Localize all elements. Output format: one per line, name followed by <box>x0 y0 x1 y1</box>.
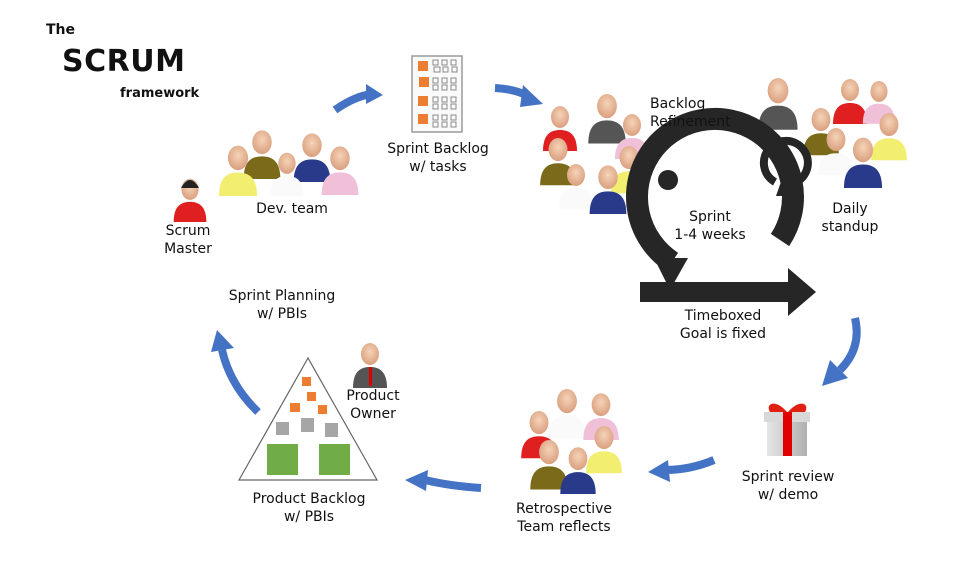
sprint-duration-label: Sprint 1-4 weeks <box>670 208 750 244</box>
daily-standup-line2: standup <box>821 219 879 235</box>
timeboxed-line1: Timeboxed <box>684 308 762 324</box>
retrospective-line1: Retrospective <box>516 501 612 517</box>
backlog-refinement-line1: Backlog <box>650 96 706 112</box>
flow-arrow-to-retrospective <box>648 456 716 482</box>
sprint-backlog-icon <box>411 55 463 133</box>
product-owner-line2: Owner <box>350 406 396 422</box>
timeboxed-line2: Goal is fixed <box>679 326 767 342</box>
sprint-backlog-label: Sprint Backlog w/ tasks <box>386 140 490 176</box>
sprint-cycle-icon <box>626 107 816 316</box>
sprint-title: Sprint <box>689 209 731 225</box>
product-owner-avatar <box>353 343 387 388</box>
flow-arrow-to-sprint-backlog <box>332 84 383 114</box>
sprint-planning-label: Sprint Planning w/ PBIs <box>222 287 342 323</box>
scrum-master-avatar <box>173 178 207 222</box>
title-suffix: framework <box>120 86 200 101</box>
backlog-refinement-line2: Refinement <box>650 114 731 130</box>
backlog-refinement-label: Backlog Refinement <box>650 95 731 131</box>
product-owner-label: Product Owner <box>343 387 403 423</box>
retrospective-label: Retrospective Team reflects <box>510 500 618 536</box>
sprint-review-line2: w/ demo <box>757 487 819 503</box>
dev-team-avatars <box>218 130 359 196</box>
retrospective-team-avatars <box>521 389 622 494</box>
flow-arrow-to-refinement <box>494 84 543 107</box>
product-backlog-line1: Product Backlog <box>252 491 366 507</box>
timeboxed-label: Timeboxed Goal is fixed <box>668 307 778 343</box>
flow-arrow-to-sprint-planning <box>211 330 261 415</box>
title-prefix: The <box>46 22 76 38</box>
sprint-backlog-title: Sprint Backlog <box>387 141 489 157</box>
product-backlog-line2: w/ PBIs <box>283 509 335 525</box>
sprint-review-gift-icon <box>764 403 810 456</box>
scrum-master-line2: Master <box>164 241 212 257</box>
sprint-review-line1: Sprint review <box>741 469 835 485</box>
product-backlog-label: Product Backlog w/ PBIs <box>246 490 372 526</box>
product-owner-line1: Product <box>346 388 400 404</box>
scrum-master-line1: Scrum <box>165 223 211 239</box>
sprint-backlog-subtitle: w/ tasks <box>409 159 467 175</box>
daily-standup-line1: Daily <box>832 201 868 217</box>
sprint-review-label: Sprint review w/ demo <box>736 468 840 504</box>
page-title: SCRUM <box>62 44 186 79</box>
retrospective-line2: Team reflects <box>517 519 611 535</box>
flow-arrow-to-product-backlog <box>405 470 482 492</box>
sprint-planning-line2: w/ PBIs <box>256 306 308 322</box>
product-backlog-pyramid <box>237 356 379 481</box>
scrum-master-label: Scrum Master <box>160 222 216 258</box>
sprint-duration: 1-4 weeks <box>674 227 746 243</box>
daily-standup-label: Daily standup <box>818 200 882 236</box>
sprint-planning-line1: Sprint Planning <box>228 288 336 304</box>
flow-arrow-to-review <box>822 317 861 386</box>
dev-team-label: Dev. team <box>256 201 328 217</box>
